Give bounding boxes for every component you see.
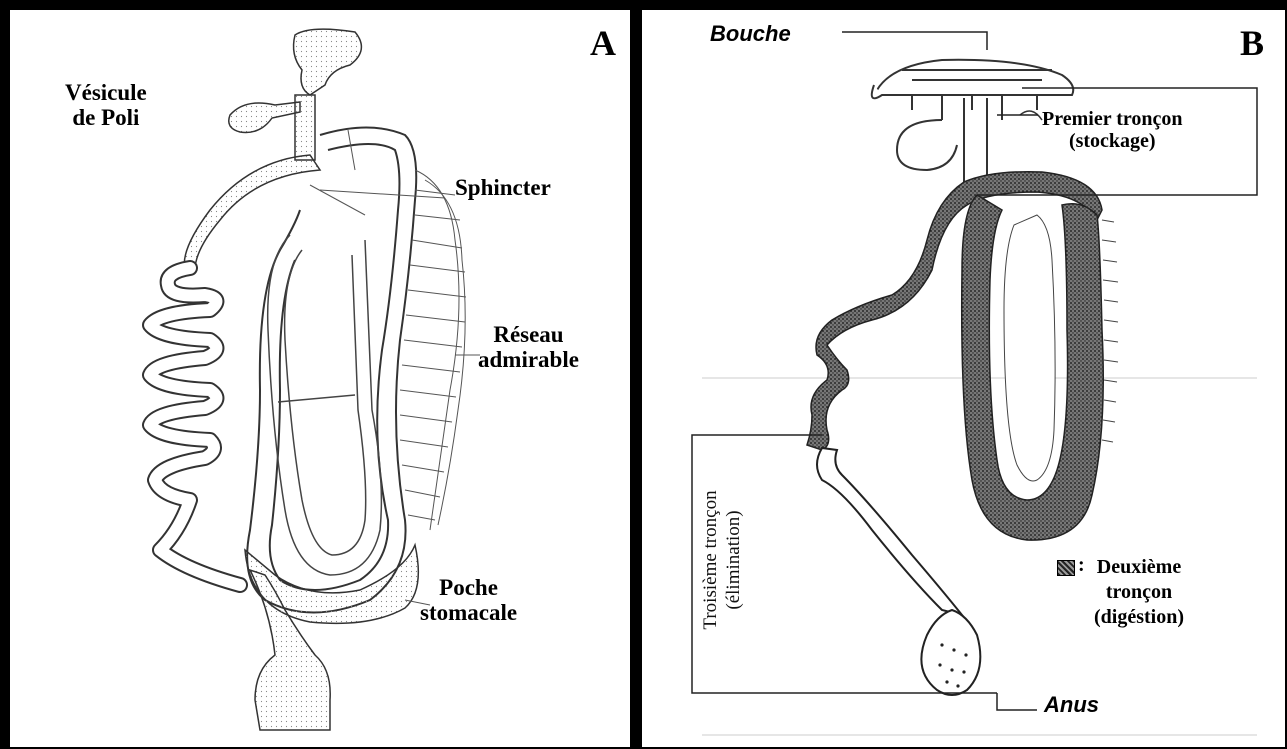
vesicule-label-line2: de Poli	[65, 105, 147, 130]
rete-mirabile	[400, 170, 466, 530]
troisieme-troncon-line1: Troisième tronçon	[700, 460, 723, 660]
deuxieme-troncon-label: Deuxième tronçon (digéstion)	[1094, 555, 1184, 630]
second-segment-upper	[807, 172, 1102, 450]
poche-label: Poche stomacale	[420, 575, 517, 626]
troisieme-troncon-line2: (élimination)	[723, 460, 746, 660]
premier-troncon-line1: Premier tronçon	[1042, 108, 1183, 130]
poche-label-line2: stomacale	[420, 600, 517, 625]
third-segment	[817, 448, 962, 615]
deuxieme-troncon-line1: Deuxième	[1094, 555, 1184, 580]
reseau-label: Réseau admirable	[478, 322, 579, 373]
stipple-legend-swatch	[1057, 560, 1075, 576]
panel-a-leaders	[310, 130, 480, 605]
cloaca	[921, 610, 980, 695]
premier-troncon-line2: (stockage)	[1042, 130, 1183, 152]
sphincter-label: Sphincter	[455, 175, 551, 200]
mouth-funnel	[294, 29, 362, 95]
deuxieme-troncon-line3: (digéstion)	[1094, 605, 1184, 630]
poche-label-line1: Poche	[420, 575, 517, 600]
troisieme-troncon-label: Troisième tronçon (élimination)	[700, 460, 750, 660]
esophagus	[295, 95, 315, 160]
anus-label: Anus	[1044, 693, 1099, 717]
vesicule-label-line1: Vésicule	[65, 80, 147, 105]
polian-vesicle	[897, 120, 957, 170]
vesicule-label: Vésicule de Poli	[65, 80, 147, 131]
vesicule-de-poli	[229, 102, 300, 132]
premier-troncon-label: Premier tronçon (stockage)	[1042, 108, 1183, 152]
reseau-label-line1: Réseau	[478, 322, 579, 347]
panel-b: B Bouche Premier tronçon (stockage) : De…	[642, 10, 1285, 747]
reseau-label-line2: admirable	[478, 347, 579, 372]
panel-b-letter: B	[1240, 24, 1264, 64]
fringe	[1102, 220, 1118, 442]
panel-a-letter: A	[590, 24, 616, 64]
large-intestine-loop	[247, 128, 416, 613]
panel-a: A Vésicule de Poli Sphincter Réseau admi…	[10, 10, 630, 747]
esophagus-b	[964, 98, 987, 185]
bouche-label: Bouche	[710, 22, 791, 46]
deuxieme-troncon-line2: tronçon	[1094, 580, 1184, 605]
legend-colon: :	[1078, 554, 1085, 576]
